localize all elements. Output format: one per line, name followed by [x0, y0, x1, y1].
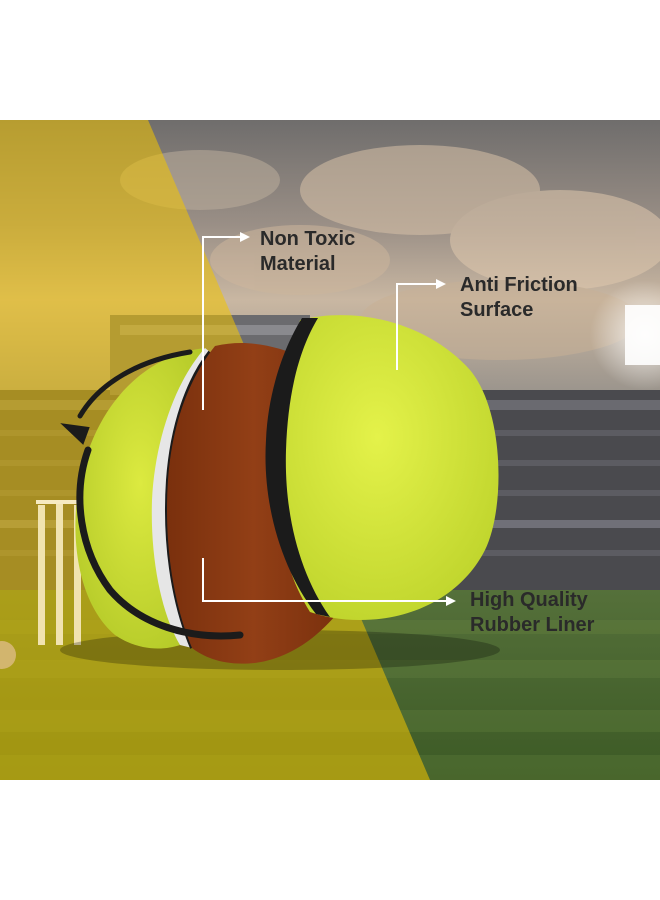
- callout-anti-friction-line1: Anti Friction: [460, 274, 578, 296]
- leader-rubber-liner: [202, 558, 446, 602]
- leader-non-toxic-arrowhead: [240, 232, 250, 242]
- callout-non-toxic-line1: Non Toxic: [260, 228, 356, 250]
- callout-leaders: [202, 232, 456, 606]
- floodlight: [590, 280, 660, 390]
- leader-anti-friction-arrowhead: [436, 279, 446, 289]
- callout-rubber-liner: High Quality Rubber Liner: [470, 588, 594, 638]
- leader-rubber-liner-arrowhead: [446, 596, 456, 606]
- callout-anti-friction-surface: Anti Friction Surface: [460, 273, 578, 323]
- tennis-ball: [75, 315, 499, 664]
- callout-non-toxic-line2: Material: [260, 253, 336, 275]
- callout-non-toxic-material: Non Toxic Material: [260, 227, 355, 277]
- rotation-arrow: [60, 349, 193, 445]
- felt-layer-right-seam: [265, 318, 330, 617]
- callout-rubber-liner-line2: Rubber Liner: [470, 614, 595, 636]
- ball-bottom-seam: [76, 446, 244, 640]
- stadium-background-panel: [0, 120, 660, 780]
- felt-layer-left-edge: [151, 348, 210, 648]
- leader-non-toxic: [202, 236, 240, 410]
- ball-illustration: [0, 120, 660, 780]
- cricket-ball: [0, 641, 16, 669]
- callout-anti-friction-line2: Surface: [460, 299, 534, 321]
- felt-layer-right: [278, 315, 499, 620]
- cricket-stumps: [36, 500, 84, 645]
- felt-layer-left: [75, 348, 205, 649]
- callout-rubber-liner-line1: High Quality: [470, 589, 588, 611]
- leader-anti-friction: [396, 283, 436, 370]
